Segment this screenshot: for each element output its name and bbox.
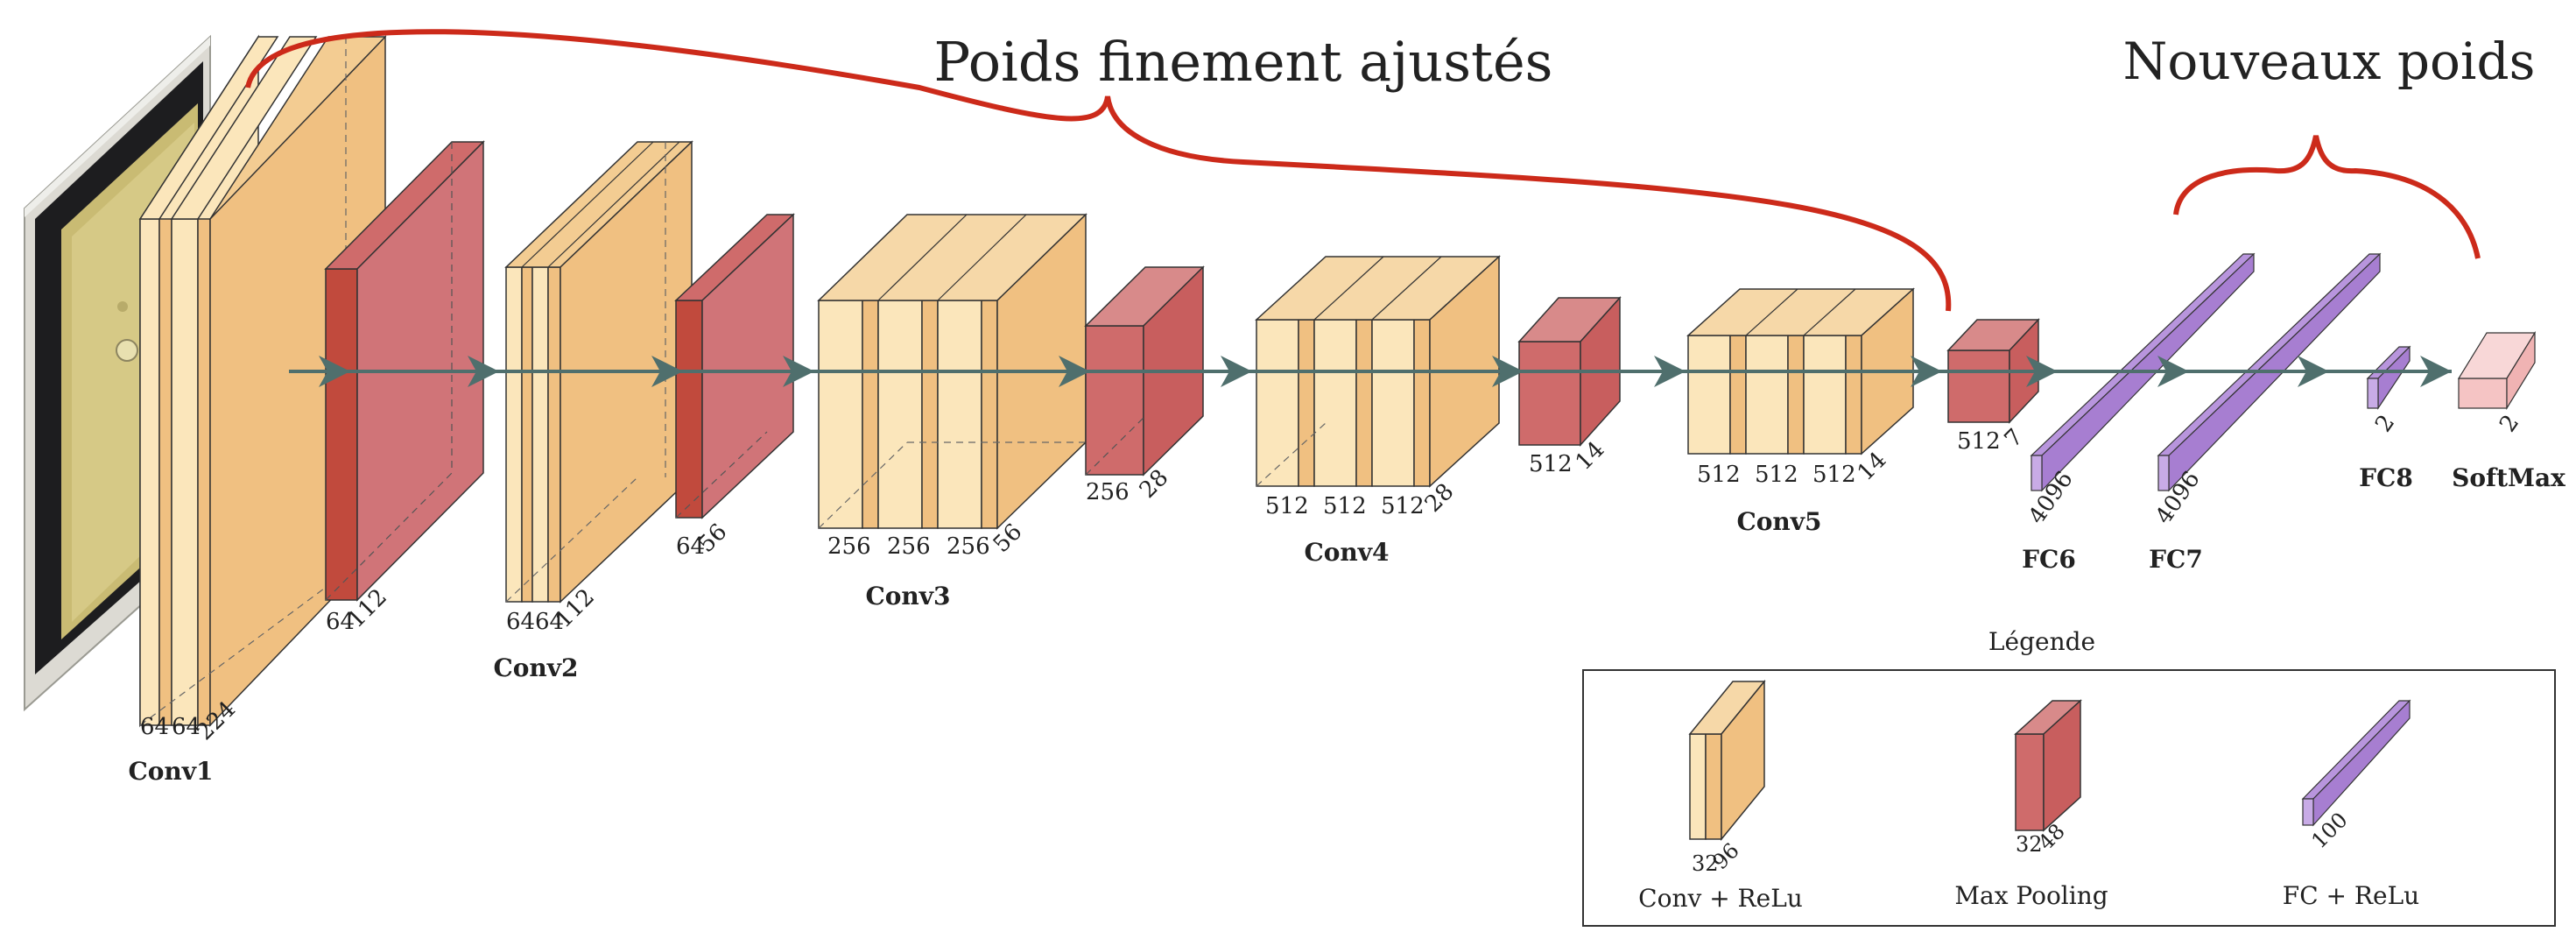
dim-label: 256	[947, 533, 990, 560]
block-name-conv3: Conv3	[865, 582, 950, 611]
conv5-block	[1686, 287, 1915, 455]
arrow-head-icon	[1492, 356, 1524, 387]
conv3-block	[817, 213, 1087, 530]
arrow-head-icon	[651, 356, 683, 387]
arrow-head-icon	[2157, 356, 2189, 387]
arrow-head-icon	[1911, 356, 1942, 387]
pool4-block	[1517, 296, 1622, 447]
legend-title: Légende	[1988, 627, 2095, 656]
dim-label: 64	[140, 714, 169, 740]
arrow-head-icon	[1654, 356, 1686, 387]
flow-arrows	[289, 356, 2452, 387]
dim-label: 512	[1323, 493, 1367, 519]
dim-label: 7	[2000, 424, 2029, 453]
dim-label: 512	[1957, 428, 2001, 455]
finetuned-weights-bracket	[245, 29, 1952, 312]
dim-label: 256	[1086, 479, 1130, 505]
legend-conv-swatch	[1688, 679, 1766, 842]
dim-label: 64	[535, 609, 564, 635]
fc8-block	[2366, 345, 2411, 410]
arrow-head-icon	[783, 356, 814, 387]
legend-pool-swatch	[2014, 699, 2082, 832]
arrow-head-icon	[319, 356, 350, 387]
softmax-block	[2457, 330, 2537, 411]
dim-label: 2	[2495, 410, 2524, 437]
new-weights-label: Nouveaux poids	[2123, 32, 2536, 91]
arrow-head-icon	[2298, 356, 2329, 387]
dim-label: 2	[2370, 410, 2400, 437]
legend: Légende 32 96 Conv + ReLu 32 48 Max Pool…	[1582, 627, 2556, 927]
block-name-fc8: FC8	[2359, 463, 2413, 492]
block-name-conv1: Conv1	[128, 757, 213, 786]
legend-box	[1582, 669, 2556, 927]
arrow-head-icon	[1059, 356, 1090, 387]
block-name-conv5: Conv5	[1736, 507, 1821, 536]
conv4-block	[1255, 255, 1501, 488]
block-name-softmax: SoftMax	[2452, 463, 2565, 492]
dim-label: 256	[827, 533, 871, 560]
dim-label: 512	[1697, 462, 1741, 488]
dim-label: 64	[172, 714, 201, 740]
block-name-conv2: Conv2	[493, 653, 578, 682]
arrow-head-icon	[2420, 356, 2452, 387]
dim-label: 512	[1265, 493, 1309, 519]
dim-label: 256	[887, 533, 931, 560]
dim-label: 512	[1529, 451, 1573, 477]
pool5-block	[1946, 318, 2040, 424]
dim-label: 32	[2016, 832, 2043, 857]
arrow-head-icon	[1221, 356, 1252, 387]
legend-conv-label: Conv + ReLu	[1638, 884, 1803, 913]
pool2-block	[674, 213, 795, 519]
dim-label: 512	[1812, 462, 1856, 488]
arrow-head-icon	[2026, 356, 2058, 387]
dim-label: 64	[506, 609, 535, 635]
dim-label: 64	[326, 609, 355, 635]
dim-label: 32	[1692, 851, 1719, 876]
new-weights-bracket	[2173, 135, 2481, 259]
block-name-fc6: FC6	[2022, 545, 2076, 574]
arrow-head-icon	[468, 356, 499, 387]
legend-fc-label: FC + ReLu	[2283, 881, 2419, 910]
block-name-conv4: Conv4	[1304, 538, 1389, 567]
dim-label: 64	[676, 533, 705, 560]
finetuned-weights-label: Poids finement ajustés	[934, 30, 1553, 94]
dim-label: 512	[1381, 493, 1425, 519]
block-name-fc7: FC7	[2149, 545, 2203, 574]
legend-fc-swatch	[2301, 699, 2411, 827]
dim-label: 512	[1755, 462, 1798, 488]
legend-pool-label: Max Pooling	[1954, 881, 2108, 910]
